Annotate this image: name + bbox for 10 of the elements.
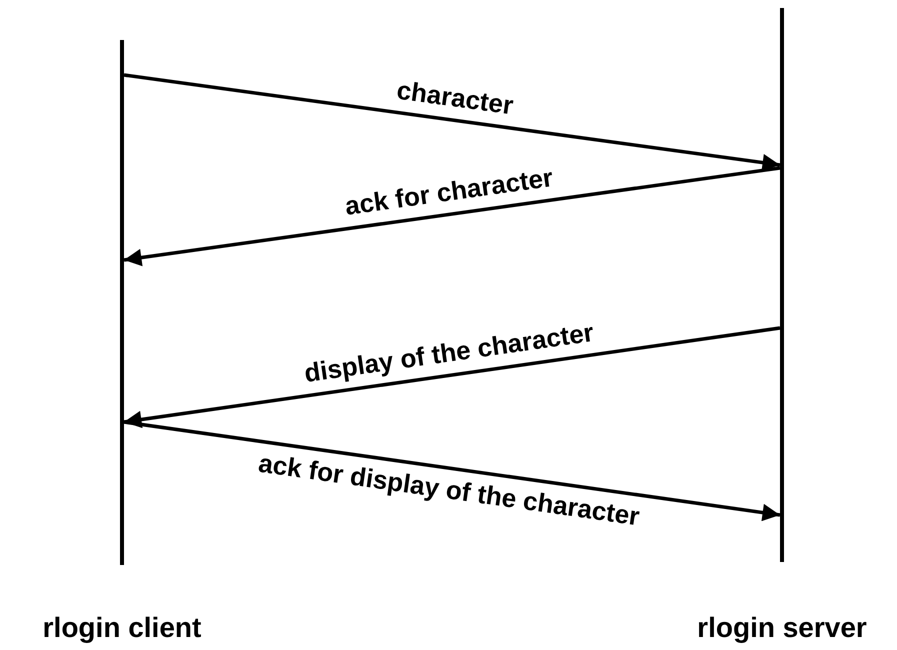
message-label: display of the character	[302, 317, 596, 390]
participant-label: rlogin client	[42, 612, 202, 644]
message-arrow	[124, 420, 780, 522]
message-label: ack for display of the character	[256, 448, 642, 533]
participant-label: rlogin server	[697, 612, 867, 644]
message-arrow	[124, 326, 780, 428]
message-label: character	[394, 74, 516, 122]
message-arrow	[124, 73, 780, 172]
message-arrow	[124, 166, 780, 266]
message-label: ack for character	[343, 162, 555, 222]
